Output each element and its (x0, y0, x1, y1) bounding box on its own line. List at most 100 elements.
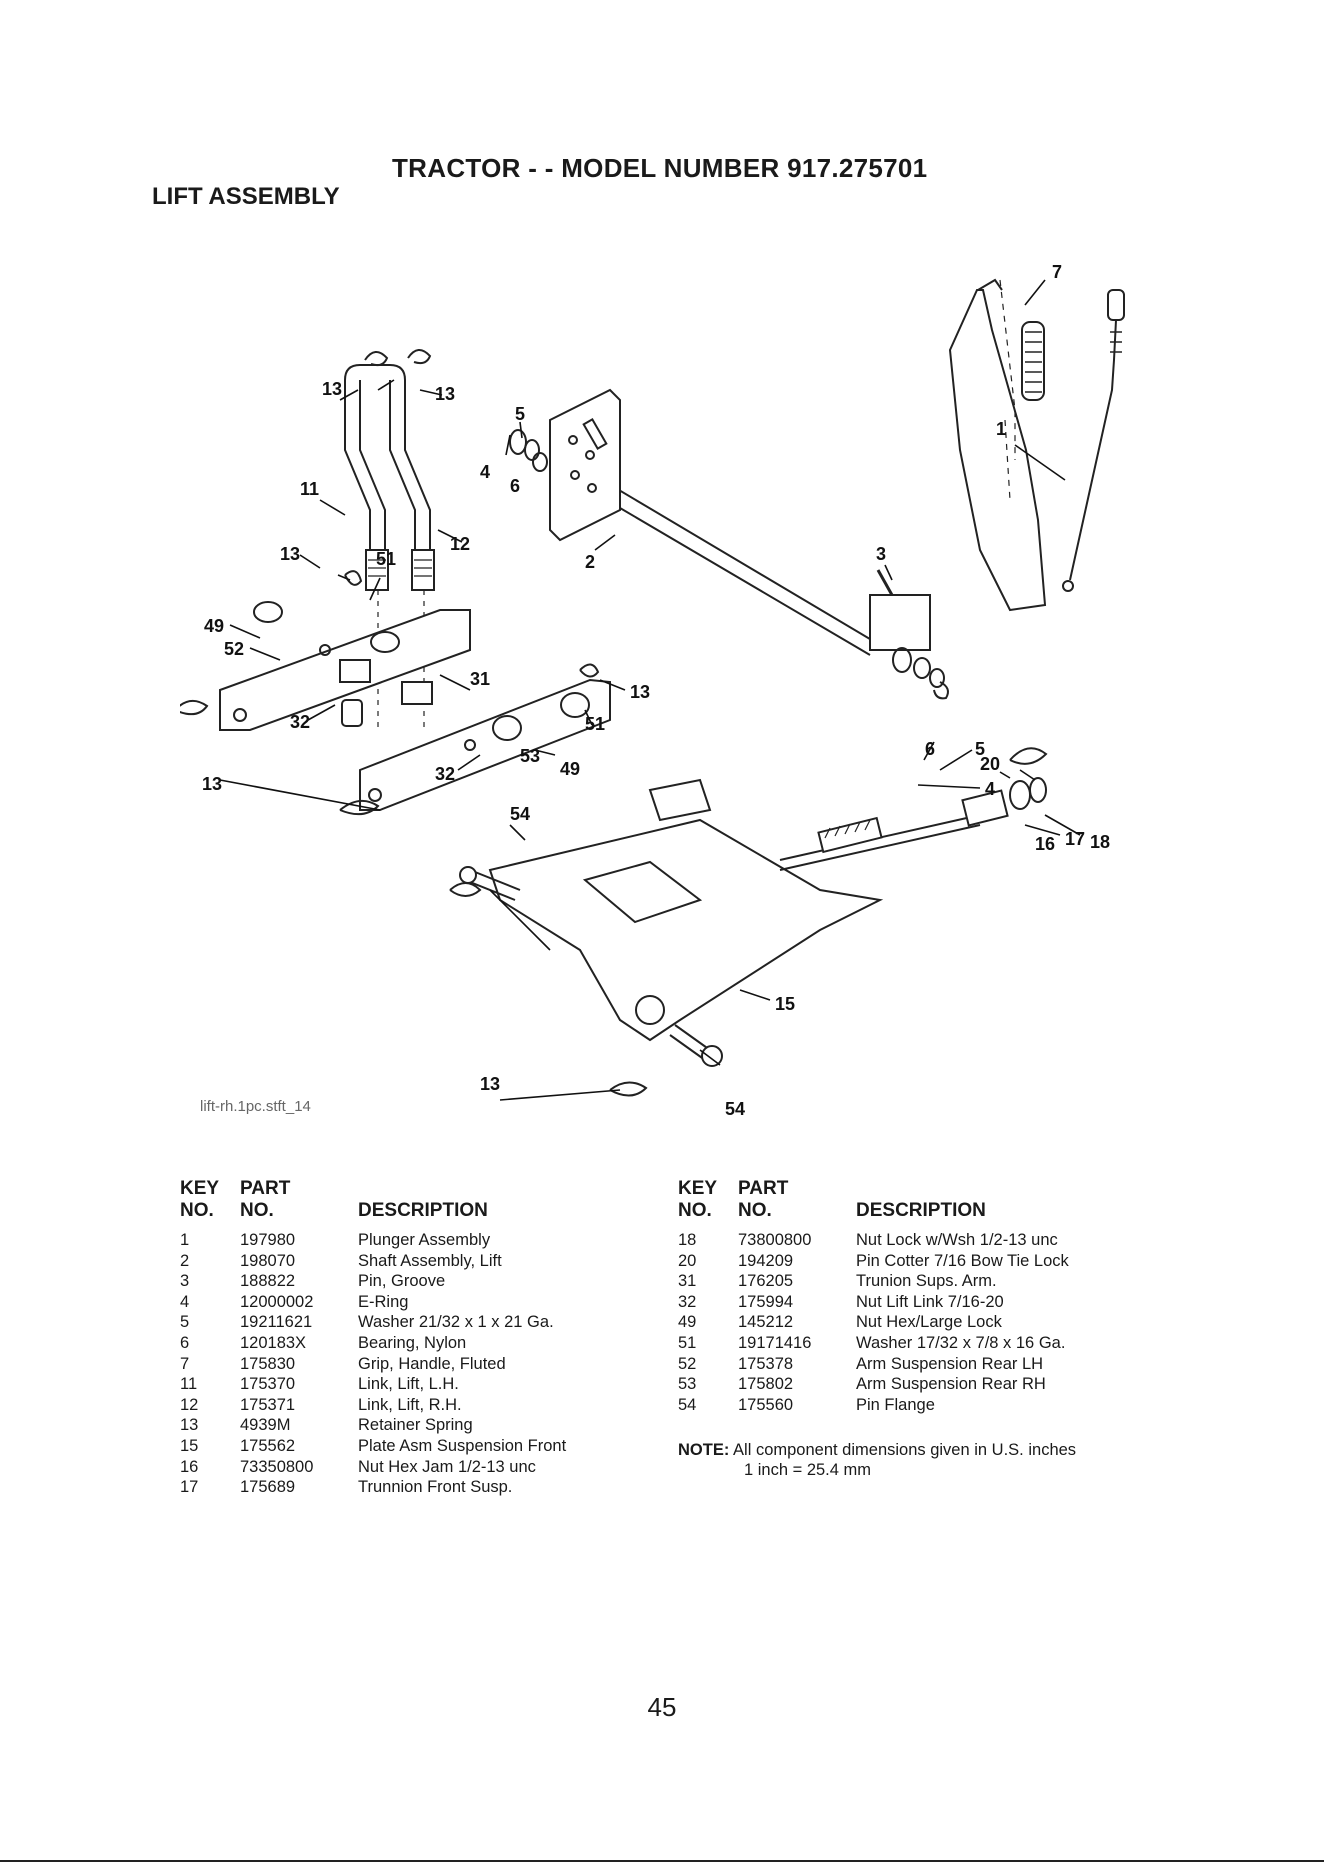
part-description: Nut Lift Link 7/16-20 (856, 1292, 1004, 1311)
part-key: 16 (180, 1457, 199, 1476)
callout-2: 2 (585, 552, 595, 572)
part-description: Shaft Assembly, Lift (358, 1251, 502, 1270)
callout-32: 32 (435, 764, 455, 784)
part-description: Nut Hex Jam 1/2-13 unc (358, 1457, 536, 1476)
callout-31: 31 (470, 669, 490, 689)
callout-5: 5 (515, 404, 525, 424)
part-number: 19211621 (240, 1313, 313, 1332)
part-description: Link, Lift, R.H. (358, 1395, 462, 1414)
table-row: 4 12000002 E-Ring (180, 1292, 658, 1313)
part-number: 12000002 (240, 1292, 314, 1311)
page-title: TRACTOR - - MODEL NUMBER 917.275701 (392, 153, 928, 183)
callout-15: 15 (775, 994, 795, 1014)
part-description: Retainer Spring (358, 1416, 473, 1435)
callout-54: 54 (725, 1099, 745, 1119)
part-description: Grip, Handle, Fluted (358, 1354, 506, 1373)
part-description: Pin, Groove (358, 1272, 446, 1291)
part-number: 120183X (240, 1333, 307, 1352)
part-key: 51 (678, 1333, 697, 1352)
table-row: 3 188822 Pin, Groove (180, 1271, 658, 1292)
part-number: 175562 (240, 1436, 296, 1455)
table-row: 51 19171416 Washer 17/32 x 7/8 x 16 Ga. (678, 1333, 1156, 1354)
lift-assembly-diagram: 7 1 3 2 6 5 4 5 4 6 13 13 11 12 13 51 49… (180, 262, 1125, 1119)
part-number: 188822 (240, 1272, 296, 1291)
part-key: 11 (180, 1375, 198, 1394)
page-number: 45 (647, 1692, 677, 1722)
header-description: DESCRIPTION (856, 1200, 986, 1221)
callout-13: 13 (322, 379, 342, 399)
callout-4: 4 (985, 779, 995, 799)
part-key: 7 (180, 1354, 190, 1373)
part-number: 194209 (738, 1251, 794, 1270)
part-description: Plate Asm Suspension Front (358, 1436, 567, 1455)
callout-13: 13 (480, 1074, 500, 1094)
part-number: 73800800 (738, 1231, 812, 1249)
part-key: 17 (180, 1478, 199, 1497)
table-row: 7 175830 Grip, Handle, Fluted (180, 1354, 658, 1375)
note-line1: All component dimensions given in U.S. i… (733, 1441, 1077, 1459)
note-label: NOTE: (678, 1441, 730, 1459)
part-number: 198070 (240, 1251, 296, 1270)
part-key: 20 (678, 1251, 697, 1270)
part-key: 1 (180, 1231, 190, 1249)
part-key: 18 (678, 1231, 697, 1249)
part-description: Washer 17/32 x 7/8 x 16 Ga. (856, 1333, 1066, 1352)
callout-53: 53 (520, 746, 540, 766)
part-key: 4 (180, 1292, 190, 1311)
part-key: 32 (678, 1292, 697, 1311)
part-key: 3 (180, 1272, 190, 1291)
part-description: Trunnion Front Susp. (358, 1478, 513, 1497)
part-number: 175830 (240, 1354, 296, 1373)
part-description: Plunger Assembly (358, 1231, 491, 1249)
dimension-note: NOTE: All component dimensions given in … (678, 1440, 1076, 1480)
part-description: E-Ring (358, 1292, 409, 1311)
part-number: 175378 (738, 1354, 794, 1373)
callout-17: 17 (1065, 829, 1085, 849)
part-description: Arm Suspension Rear RH (856, 1375, 1046, 1394)
note-line2: 1 inch = 25.4 mm (744, 1461, 872, 1479)
callout-5: 5 (975, 739, 985, 759)
callout-20: 20 (980, 754, 1000, 774)
callout-6: 6 (510, 476, 520, 496)
part-description: Pin Flange (856, 1395, 935, 1414)
part-number: 175802 (738, 1375, 794, 1394)
part-number: 19171416 (738, 1333, 812, 1352)
callout-13: 13 (435, 384, 455, 404)
part-description: Trunion Sups. Arm. (856, 1272, 997, 1291)
callout-32: 32 (290, 712, 310, 732)
part-description: Nut Lock w/Wsh 1/2-13 unc (856, 1231, 1058, 1249)
callout-3: 3 (876, 544, 886, 564)
part-key: 2 (180, 1251, 190, 1270)
part-key: 6 (180, 1333, 190, 1352)
callout-16: 16 (1035, 834, 1055, 854)
header-description: DESCRIPTION (358, 1200, 488, 1221)
part-key: 12 (180, 1395, 199, 1414)
part-number: 176205 (738, 1272, 794, 1291)
part-description: Arm Suspension Rear LH (856, 1354, 1044, 1373)
part-key: 52 (678, 1354, 697, 1373)
part-key: 49 (678, 1313, 697, 1332)
table-row: 52 175378 Arm Suspension Rear LH (678, 1354, 1156, 1375)
callout-6: 6 (925, 739, 935, 759)
callout-11: 11 (300, 479, 319, 499)
part-number: 175560 (738, 1395, 794, 1414)
part-number: 4939M (240, 1416, 291, 1435)
part-key: 31 (678, 1272, 697, 1291)
part-key: 53 (678, 1375, 697, 1394)
bottom-rule (0, 1860, 1324, 1862)
part-key: 5 (180, 1313, 190, 1332)
callout-7: 7 (1052, 262, 1062, 282)
callout-12: 12 (450, 534, 470, 554)
